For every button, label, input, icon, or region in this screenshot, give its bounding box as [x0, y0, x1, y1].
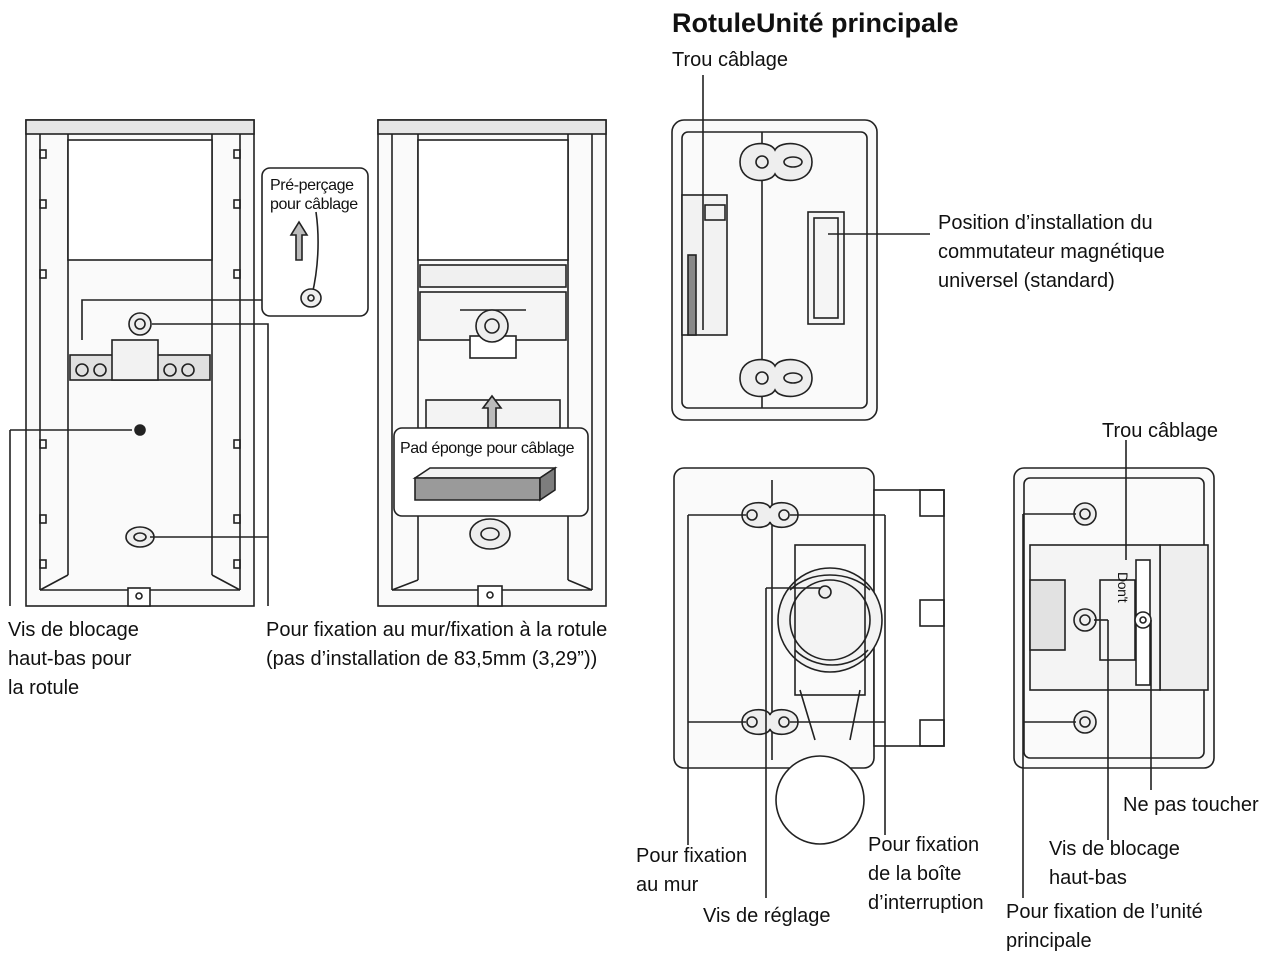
label-dont-touch-sticker: Don't [1115, 572, 1131, 603]
label-pad-eponge: Pad éponge pour câblage [400, 440, 575, 457]
label-line: Position d’installation du [938, 212, 1153, 234]
label-vis-blocage-rotule: Vis de blocage haut-bas pour la rotule [8, 616, 139, 703]
label-line: Vis de blocage [1049, 838, 1180, 860]
label-vis-blocage-haut-bas: Vis de blocage haut-bas [1049, 835, 1180, 893]
label-ne-pas-toucher: Ne pas toucher [1123, 794, 1259, 816]
label-line: Pour fixation au mur/fixation à la rotul… [266, 619, 608, 641]
diagram-title: RotuleUnité principale [672, 8, 959, 38]
label-line: universel (standard) [938, 270, 1115, 292]
label-line: Pour fixation [636, 845, 748, 867]
label-line: de la boîte [868, 863, 962, 885]
label-line: commutateur magnétique [938, 241, 1165, 263]
label-line: Vis de blocage [8, 619, 139, 641]
label-line: au mur [636, 874, 699, 896]
label-line: Pour fixation de l’unité [1006, 901, 1203, 923]
label-line: haut-bas pour [8, 648, 132, 670]
label-pre-percage: Pré-perçage pour câblage [270, 176, 358, 214]
main-unit-drawing [1013, 440, 1215, 898]
label-line: haut-bas [1049, 867, 1127, 889]
pre-percage-inset [261, 167, 369, 317]
label-line: pour câblage [270, 196, 358, 213]
label-fixation-mur-rotule: Pour fixation au mur/fixation à la rotul… [266, 616, 607, 674]
back-box-drawing [9, 119, 269, 607]
label-line: principale [1006, 930, 1092, 952]
label-magnetic-position: Position d’installation du commutateur m… [938, 209, 1165, 296]
label-line: d’interruption [868, 892, 984, 914]
label-line: la rotule [8, 677, 80, 699]
label-fixation-boite: Pour fixation de la boîte d’interruption [868, 831, 984, 918]
label-vis-de-reglage: Vis de réglage [703, 905, 831, 927]
label-pour-fixation-au-mur: Pour fixation au mur [636, 842, 747, 900]
sponge-pad-inset [393, 427, 589, 517]
label-line: Pré-perçage [270, 177, 354, 194]
rotule-side-drawing [673, 467, 945, 898]
label-line: Pour fixation [868, 834, 980, 856]
label-trou-cablage-top: Trou câblage [672, 49, 788, 71]
label-line: (pas d’installation de 83,5mm (3,29”)) [266, 648, 598, 670]
back-box-with-pad-drawing [377, 119, 607, 607]
rotule-plate-drawing [671, 75, 930, 421]
label-trou-cablage-right: Trou câblage [1102, 420, 1218, 442]
label-fixation-unite: Pour fixation de l’unité principale [1006, 898, 1203, 956]
